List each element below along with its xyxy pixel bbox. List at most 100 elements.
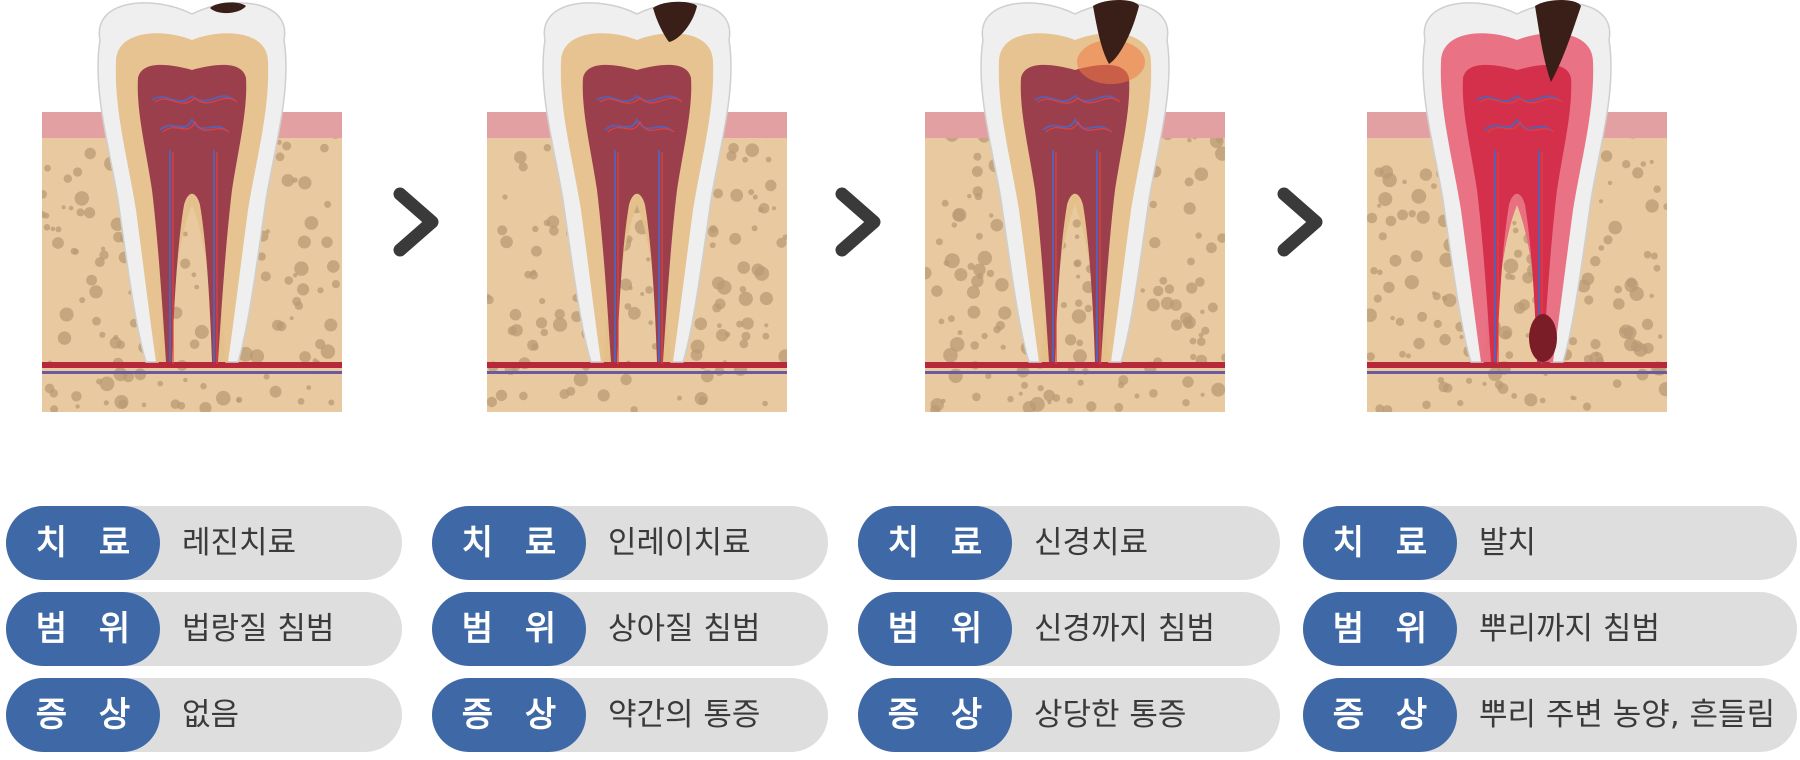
pulp-vessel <box>1037 97 1121 104</box>
bone-pore <box>1076 339 1084 347</box>
bone-pore <box>44 164 51 172</box>
bone-pore <box>42 189 47 199</box>
bone-pore <box>293 273 298 278</box>
bone-pore <box>943 347 958 363</box>
bone-pore <box>1503 258 1519 274</box>
bone-pore <box>1200 309 1205 314</box>
bone-pore <box>1590 339 1601 350</box>
bone-pore <box>1021 381 1028 389</box>
bone-pore <box>941 398 946 404</box>
symptom-row: 증 상 약간의 통증 <box>432 678 828 752</box>
bone-pore <box>320 143 329 153</box>
scope-row: 범 위 법랑질 침범 <box>6 592 402 666</box>
bone-pore <box>170 399 181 410</box>
bone-pore <box>729 232 742 245</box>
bone-pore <box>109 336 122 349</box>
bone-pore <box>1570 395 1575 401</box>
pulp-vessel <box>154 97 238 104</box>
decay-cavity <box>653 1 697 43</box>
bone-pore <box>1060 302 1067 309</box>
bone-pore <box>975 232 983 240</box>
bone-pore <box>938 318 945 325</box>
bone-pore <box>977 250 993 266</box>
bone-pore <box>1511 393 1518 399</box>
bone-pore <box>970 341 979 350</box>
nerve-line <box>42 371 342 374</box>
bone-pore <box>1000 344 1006 350</box>
bone-pore <box>1641 318 1654 330</box>
bone-pore <box>1071 309 1087 324</box>
bone-pore <box>745 143 759 157</box>
bone-pore <box>74 191 89 206</box>
treatment-label: 치 료 <box>858 506 1012 580</box>
bone-pore <box>640 292 645 296</box>
scope-value: 뿌리까지 침범 <box>1479 611 1660 647</box>
bone-pore <box>1658 334 1663 339</box>
bone-pore <box>1620 327 1626 334</box>
bone-pore <box>284 276 293 285</box>
bone-pore <box>1404 275 1419 290</box>
bone-pore <box>694 317 708 331</box>
bone-pore <box>297 235 311 249</box>
bone-pore <box>502 194 508 200</box>
bone-pore <box>1221 353 1225 362</box>
bone-pore <box>75 404 80 409</box>
bone-pore <box>1431 183 1437 190</box>
bone-pore <box>646 257 651 262</box>
nerve-line <box>1367 371 1667 374</box>
bone-pore <box>677 395 682 401</box>
treatment-label: 치 료 <box>1303 506 1457 580</box>
bone-pore <box>543 219 551 227</box>
bone-pore <box>694 392 708 406</box>
bone-pore <box>1583 354 1593 364</box>
bone-pore <box>1159 276 1168 285</box>
bone-pore <box>1086 401 1097 412</box>
bone-pore <box>1378 232 1387 241</box>
bone-pore <box>998 306 1012 320</box>
pulp-nerve <box>596 94 680 103</box>
scope-row: 범 위 신경까지 침범 <box>858 592 1280 666</box>
bone-pore <box>1164 284 1175 294</box>
bone-pore <box>79 297 86 304</box>
bone-pore <box>989 213 994 218</box>
bone-pore <box>1217 233 1225 243</box>
bone-pore <box>973 263 986 277</box>
treatment-label: 치 료 <box>432 506 586 580</box>
bone-pore <box>1367 352 1375 361</box>
bone-pore <box>1077 379 1084 386</box>
treatment-row: 치 료 인레이치료 <box>432 506 828 580</box>
bone-pore <box>628 306 641 320</box>
bone-pore <box>1184 177 1194 187</box>
bone-pore <box>1389 254 1402 267</box>
bone-pore <box>1018 391 1023 396</box>
bone-pore <box>986 269 995 278</box>
treatment-row: 치 료 발치 <box>1303 506 1797 580</box>
bone-pore <box>597 389 610 402</box>
bone-pore <box>134 368 147 381</box>
blood-vessel-line <box>925 362 1225 368</box>
bone-pore <box>1207 302 1218 313</box>
bone-pore <box>948 315 955 323</box>
bone-pore <box>739 339 749 349</box>
treatment-value: 인레이치료 <box>608 525 751 561</box>
bone-pore <box>1395 317 1405 326</box>
bone-pore <box>157 380 164 387</box>
bone-pore <box>94 257 105 267</box>
blood-vessel-line <box>42 362 342 368</box>
bone-pore <box>99 376 115 392</box>
tooth-svg <box>487 1 787 412</box>
bone-pore <box>99 331 106 338</box>
scope-label: 범 위 <box>6 592 160 666</box>
bone-pore <box>943 260 950 266</box>
bone-pore <box>497 225 508 236</box>
bone-pore <box>1650 252 1658 260</box>
bone-pore <box>1411 188 1427 204</box>
bone-pore <box>1186 282 1198 294</box>
scope-row: 범 위 상아질 침범 <box>432 592 828 666</box>
bone-pore <box>1182 376 1194 388</box>
bone-pore <box>717 280 732 295</box>
chevron-right-icon <box>1272 182 1332 262</box>
bone-pore <box>194 284 200 290</box>
bone-pore <box>1134 393 1140 399</box>
bone-pore <box>1189 337 1197 345</box>
